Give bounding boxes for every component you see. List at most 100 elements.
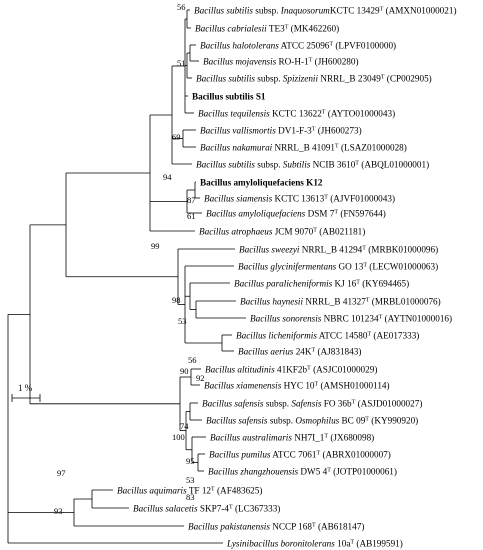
- type-strain-mark: T: [327, 468, 331, 474]
- taxon-name: Spizizenii: [283, 74, 319, 84]
- taxon-name: Bacillus xiamenensis: [204, 381, 282, 391]
- type-strain-mark: T: [355, 161, 359, 167]
- taxon-label: Bacillus glycinifermentans GO 13T (LECW0…: [238, 262, 438, 272]
- taxon-name-bold: Bacillus amyloliquefaciens K12: [200, 178, 323, 188]
- taxon-name: Bacillus cabrialesii: [195, 24, 267, 34]
- taxon-name: Bacillus zhangzhouensis: [208, 467, 299, 477]
- taxon-label: Bacillus salacetis SKP7-4T (LC367333): [133, 504, 280, 514]
- strain-text: 24K: [293, 347, 311, 357]
- taxon-name: Bacillus halotolerans: [200, 41, 279, 51]
- taxon-name: Bacillus subtilis: [196, 74, 255, 84]
- strain-text: (ABQL01000001): [359, 160, 429, 170]
- taxon-name: Bacillus sweezyi: [239, 245, 300, 255]
- bootstrap-value: 92: [196, 373, 205, 383]
- strain-text: 10a: [335, 539, 351, 549]
- strain-text: TF 12: [187, 486, 212, 496]
- taxon-name: Bacillus glycinifermentans: [238, 262, 337, 272]
- strain-text: 41KF2b: [275, 365, 308, 375]
- bootstrap-value: 95: [186, 456, 195, 466]
- taxon-name: Bacillus subtilis: [196, 160, 255, 170]
- bootstrap-value: 99: [151, 241, 160, 251]
- bootstrap-value: 56: [188, 355, 197, 365]
- strain-text: subsp.: [253, 6, 281, 16]
- strain-text: (AB199591): [354, 539, 403, 549]
- strain-text: ATCC 7061: [271, 450, 317, 460]
- taxon-label: Bacillus altitudinis 41KF2bT (ASJC010000…: [205, 365, 377, 375]
- type-strain-mark: T: [366, 298, 370, 304]
- strain-text: (KY990920): [369, 416, 418, 426]
- strain-text: subsp.: [268, 416, 296, 426]
- strain-text: KCTC 13622: [270, 109, 322, 119]
- taxon-name: Bacillus altitudinis: [205, 365, 275, 375]
- type-strain-mark: T: [312, 348, 316, 354]
- type-strain-mark: T: [367, 332, 371, 338]
- strain-text: (MK462260): [288, 24, 339, 34]
- strain-text: TE3: [267, 24, 285, 34]
- strain-text: BC 09: [339, 416, 365, 426]
- type-strain-mark: T: [315, 382, 319, 388]
- strain-text: KCTC 13613: [272, 194, 324, 204]
- type-strain-mark: T: [312, 127, 316, 133]
- type-strain-mark: T: [324, 195, 328, 201]
- taxon-label: Bacillus subtilis subsp. Spizizenii NRRL…: [196, 74, 432, 84]
- taxon-name: Bacillus australimaris: [210, 433, 292, 443]
- strain-text: (LPVF0100000): [333, 41, 396, 51]
- type-strain-mark: T: [381, 75, 385, 81]
- strain-text: (JH600280): [312, 57, 358, 67]
- taxon-name: Bacillus aerius: [238, 347, 294, 357]
- strain-text: NRRL_B 41294: [299, 245, 362, 255]
- type-strain-mark: T: [329, 42, 333, 48]
- strain-text: subsp.: [255, 160, 283, 170]
- strain-text: NBRC 101234: [321, 314, 379, 324]
- strain-text: NRRL_B 41327: [303, 297, 366, 307]
- taxon-label: Bacillus atrophaeus JCM 9070T (AB021181): [199, 227, 365, 237]
- taxon-labels: Bacillus subtilis subsp. InaquosorumKCTC…: [117, 6, 457, 549]
- strain-text: (CP002905): [385, 74, 432, 84]
- taxon-name: Bacillus pumilus: [209, 450, 271, 460]
- taxon-label: Bacillus siamensis KCTC 13613T (AJVF0100…: [204, 194, 395, 204]
- strain-text: (AMXN01000021): [383, 6, 456, 16]
- bootstrap-value: 98: [172, 295, 181, 305]
- taxon-name: Bacillus paralicheniformis: [234, 279, 333, 289]
- bootstrap-value: 94: [163, 172, 172, 182]
- taxon-name: Bacillus siamensis: [204, 194, 273, 204]
- bootstrap-value: 87: [187, 195, 196, 205]
- bootstrap-value: 53: [178, 316, 187, 326]
- strain-text: (AYTO01000043): [325, 109, 395, 119]
- taxon-name: Bacillus tequilensis: [198, 109, 270, 119]
- bootstrap-value: 90: [180, 366, 189, 376]
- strain-text: (JH600273): [315, 126, 361, 136]
- strain-text: DV1-F-3: [276, 126, 312, 136]
- taxon-label: Bacillus subtilis subsp. InaquosorumKCTC…: [194, 6, 457, 16]
- strain-text: (AJ831843): [315, 347, 361, 357]
- taxon-name-bold: Bacillus subtilis S1: [192, 92, 266, 102]
- bootstrap-value: 74: [180, 421, 189, 431]
- bootstrap-value: 100: [172, 432, 185, 442]
- type-strain-mark: T: [313, 228, 317, 234]
- strain-text: NCCP 168: [270, 522, 312, 532]
- strain-text: (AYTN01000016): [382, 314, 452, 324]
- taxon-label: Bacillus sweezyi NRRL_B 41294T (MRBK0100…: [239, 245, 438, 255]
- type-strain-mark: T: [380, 7, 384, 13]
- taxon-label: Bacillus mojavensis RO-H-1T (JH600280): [203, 57, 359, 67]
- strain-text: (AB618147): [316, 522, 365, 532]
- type-strain-mark: T: [324, 434, 328, 440]
- strain-text: (MRBL01000076): [370, 297, 441, 307]
- type-strain-mark: T: [350, 540, 354, 546]
- scale-bar: 1 %: [11, 383, 41, 402]
- bootstrap-value: 83: [186, 492, 195, 502]
- taxon-label: Bacillus aquimaris TF 12T (AF483625): [117, 486, 262, 496]
- type-strain-mark: T: [285, 25, 289, 31]
- strain-text: (LECW01000063): [367, 262, 438, 272]
- type-strain-mark: T: [211, 487, 215, 493]
- taxon-label: Bacillus safensis subsp. Osmophilus BC 0…: [206, 416, 418, 426]
- type-strain-mark: T: [363, 263, 367, 269]
- taxon-label: Bacillus halotolerans ATCC 25096T (LPVF0…: [200, 41, 396, 51]
- type-strain-mark: T: [362, 246, 366, 252]
- strain-text: (JOTP01000061): [331, 467, 397, 477]
- strain-text: NH7I_1: [292, 433, 325, 443]
- taxon-label: Bacillus subtilis S1: [192, 92, 266, 102]
- strain-text: KCTC 13429: [330, 6, 380, 16]
- type-strain-mark: T: [312, 523, 316, 529]
